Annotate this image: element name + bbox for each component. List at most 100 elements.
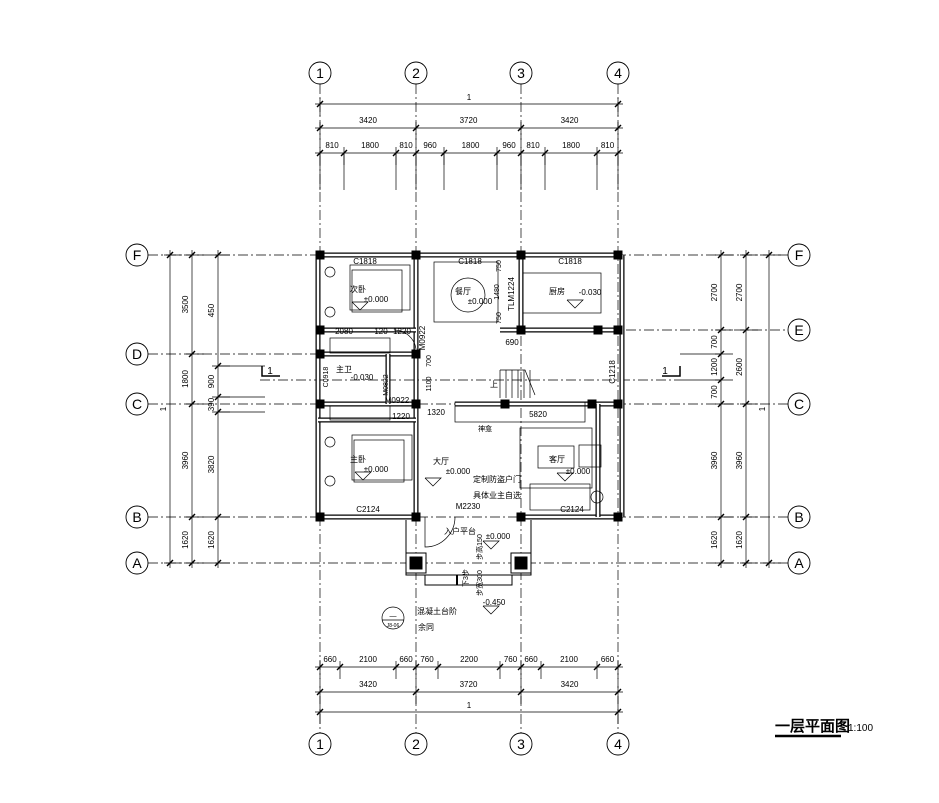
label-win-c1818-a: C1818 <box>353 257 377 266</box>
label-d5820: 5820 <box>529 410 547 419</box>
dimension-label: 1800 <box>361 141 379 150</box>
label-d2080: 2080 <box>335 327 353 336</box>
axis-bubble <box>509 61 533 85</box>
dimension-label: 1800 <box>562 141 580 150</box>
furniture-outline <box>351 269 403 313</box>
title-scale: 1:100 <box>848 723 873 734</box>
axis-bubble <box>308 732 332 756</box>
dimension-label: 810 <box>526 141 540 150</box>
column <box>516 512 526 522</box>
axis-label: 1 <box>316 736 324 752</box>
level-marker <box>424 477 442 487</box>
dimension-label: 700 <box>710 335 719 349</box>
axis-label: F <box>795 247 804 263</box>
label-d120: 120 <box>374 327 388 336</box>
label-bath: 主卫 <box>336 364 352 374</box>
axis-label: A <box>794 555 804 571</box>
axis-label: 1 <box>316 65 324 81</box>
dimension-label: 760 <box>420 655 434 664</box>
label-win-c1818-b: C1818 <box>458 257 482 266</box>
dimension-label: 660 <box>323 655 337 664</box>
dimension-label: 2100 <box>560 655 578 664</box>
label-c2124b: C2124 <box>560 505 584 514</box>
label-m2230: M2230 <box>456 502 481 511</box>
label-master-level: ±0.000 <box>364 465 389 474</box>
label-hall-level: ±0.000 <box>446 467 471 476</box>
axis-label: A <box>132 555 142 571</box>
dimension-label: 3420 <box>359 680 377 689</box>
furniture-outline <box>329 405 391 421</box>
dimension-lines <box>164 98 781 724</box>
dimension-label: 1 <box>159 406 168 411</box>
axis-label: 3 <box>517 736 525 752</box>
label-c2124a: C2124 <box>356 505 380 514</box>
axis-grid <box>148 84 788 733</box>
dimension-label: 2100 <box>359 655 377 664</box>
dimension-label: 960 <box>502 141 516 150</box>
axis-bubble <box>509 732 533 756</box>
furniture-outline <box>454 401 586 423</box>
axis-bubble <box>404 732 428 756</box>
label-master: 主卧 <box>350 454 366 464</box>
label-entry-level: ±0.000 <box>486 532 511 541</box>
axis-bubble <box>787 392 811 416</box>
furniture-outline <box>351 434 413 481</box>
column <box>516 250 526 260</box>
dimension-label: 3420 <box>561 680 579 689</box>
door-swing <box>393 329 417 350</box>
label-detail-sheet: J8-06 <box>387 623 400 629</box>
level-marker <box>556 472 574 482</box>
label-step-w: 步宽300 <box>475 570 484 596</box>
axis-bubble <box>404 61 428 85</box>
dimension-label: 1620 <box>207 531 216 549</box>
dimension-label: 3420 <box>561 116 579 125</box>
label-d690: 690 <box>505 338 519 347</box>
dimension-label: 1200 <box>710 358 719 376</box>
title-text: 一层平面图 <box>775 718 850 735</box>
column <box>500 399 510 409</box>
column <box>315 325 325 335</box>
column <box>593 325 603 335</box>
axis-bubble <box>125 392 149 416</box>
label-d700: 700 <box>426 355 433 367</box>
column <box>315 250 325 260</box>
axis-bubble <box>125 243 149 267</box>
label-step-h: 步高150 <box>475 534 484 560</box>
dimension-label: 1620 <box>710 531 719 549</box>
dimension-label: 1800 <box>181 370 190 388</box>
label-down3: 下3步 <box>462 569 470 587</box>
furniture-outline <box>529 483 591 511</box>
furniture-outline <box>522 272 602 314</box>
detail-reference-symbol <box>381 606 405 630</box>
dimension-label: 1620 <box>181 531 190 549</box>
drawing-title: 一层平面图 1:100 <box>775 718 873 738</box>
dimension-label: 660 <box>524 655 538 664</box>
dimension-label: 3500 <box>181 295 190 313</box>
label-detail-ref: — <box>390 613 397 620</box>
label-d1480: 1480 <box>494 284 501 300</box>
column <box>315 399 325 409</box>
axis-label: D <box>132 346 142 362</box>
dimension-label: 1620 <box>735 531 744 549</box>
label-living-level: ±0.000 <box>566 467 591 476</box>
dimension-label: 3820 <box>207 455 216 473</box>
dimension-label: 760 <box>504 655 518 664</box>
column <box>411 349 421 359</box>
column <box>411 399 421 409</box>
column <box>411 250 421 260</box>
dimension-label: 1 <box>758 406 767 411</box>
dimension-label: 3960 <box>181 451 190 469</box>
dimension-label: 390 <box>207 397 216 411</box>
label-d1220a: 1220 <box>393 327 411 336</box>
label-m0822: M0822 <box>383 374 390 396</box>
axis-bubble <box>125 342 149 366</box>
axis-label: C <box>132 396 142 412</box>
axis-label: E <box>794 322 803 338</box>
axis-bubble <box>787 318 811 342</box>
level-marker <box>566 299 584 309</box>
label-dining: 餐厅 <box>455 287 471 296</box>
furniture-outline <box>519 427 593 489</box>
label-kitchen: 厨房 <box>549 286 565 296</box>
column <box>613 399 623 409</box>
